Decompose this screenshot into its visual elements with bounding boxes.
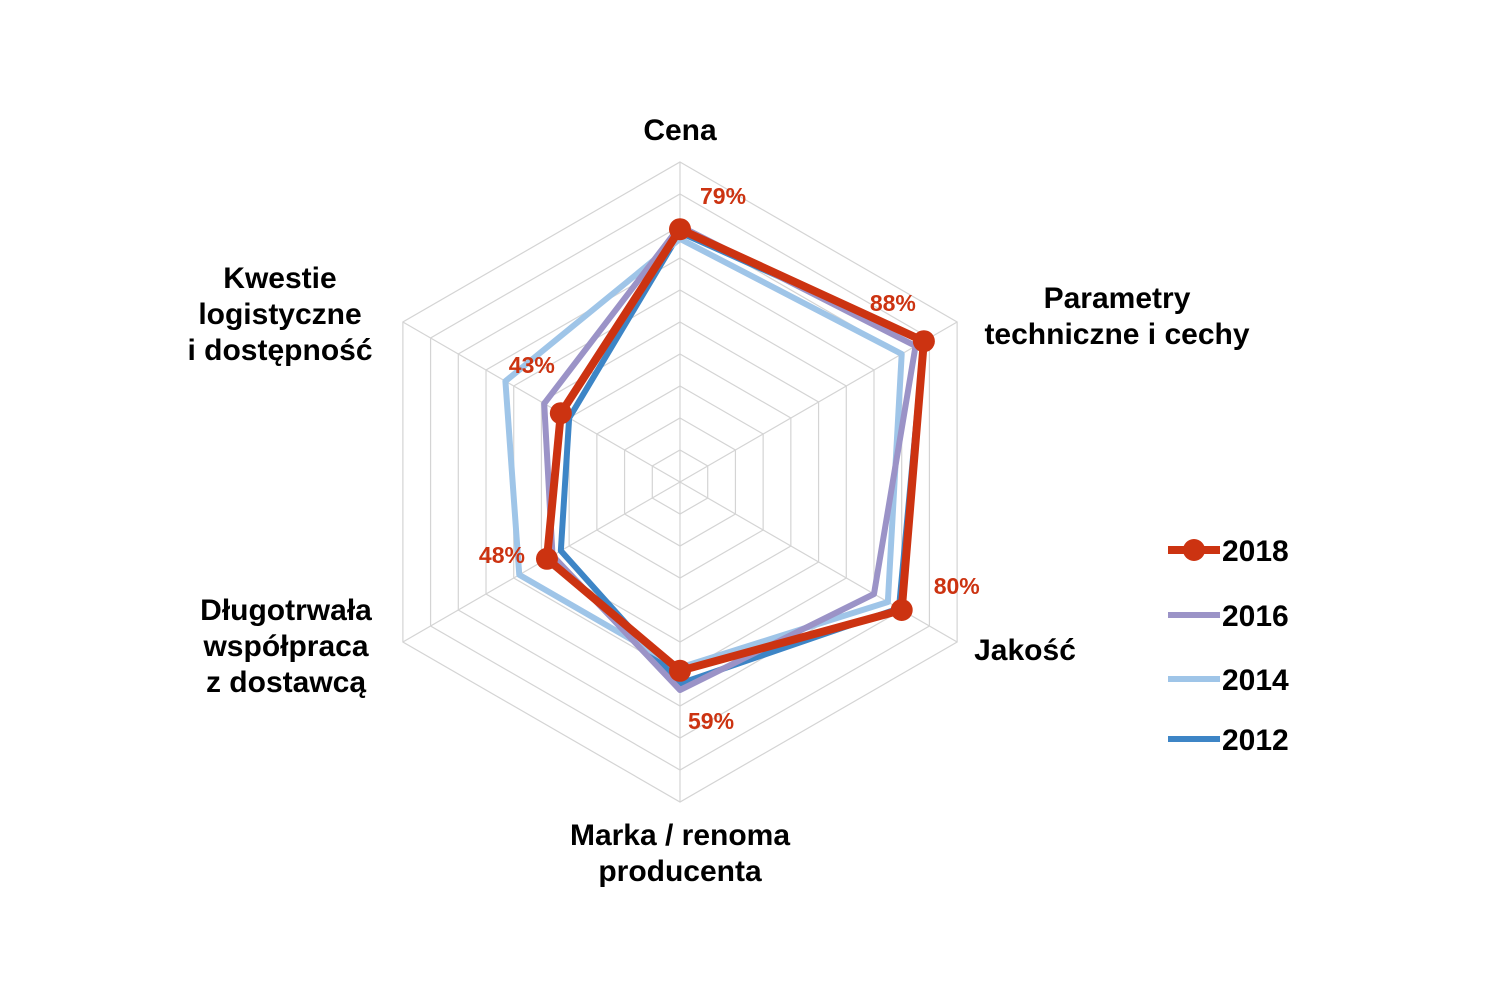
legend-label: 2012: [1222, 724, 1289, 757]
legend-label: 2014: [1222, 664, 1289, 697]
series-2018-point: [669, 659, 691, 682]
axis-label-line: Jakość: [974, 634, 1076, 667]
axis-label-line: Parametry: [1044, 282, 1191, 315]
axis-label-line: Cena: [643, 114, 717, 147]
legend-marker: [1183, 539, 1205, 561]
axis-label-line: Kwestie: [223, 262, 336, 295]
data-label: 43%: [509, 352, 555, 378]
legend-label: 2018: [1222, 535, 1289, 568]
axis-label-line: logistyczne: [198, 298, 361, 331]
series-2018-point: [912, 330, 935, 353]
legend: 2018 2016 2014 2012: [1168, 535, 1289, 757]
series-layer: [502, 218, 935, 693]
axis-label-line: Marka / renoma: [570, 819, 790, 852]
grid-spoke: [402, 321, 681, 483]
series-2018-point: [669, 218, 691, 241]
grid-spoke: [679, 321, 958, 483]
series-2018-point: [549, 402, 572, 425]
axis-label-line: z dostawcą: [206, 666, 366, 699]
axis-label-line: producenta: [598, 855, 762, 888]
axis-label: Jakość: [974, 634, 1076, 667]
data-label: 48%: [479, 542, 525, 568]
data-label: 80%: [934, 573, 980, 599]
axis-label-line: techniczne i cechy: [984, 318, 1249, 351]
data-label: 79%: [700, 183, 746, 209]
axis-label-line: współpraca: [202, 630, 368, 663]
axis-label-line: Długotrwała: [200, 594, 372, 627]
data-labels: 79% 88% 80% 59% 48% 43%: [479, 183, 980, 734]
axis-label: Cena: [643, 114, 717, 147]
axis-label-line: i dostępność: [187, 334, 372, 367]
data-label: 59%: [688, 708, 734, 734]
radar-grid: [402, 161, 958, 803]
series-2018-point: [890, 599, 913, 621]
data-label: 88%: [870, 290, 916, 316]
legend-label: 2016: [1222, 600, 1289, 633]
series-2018-point: [535, 547, 558, 570]
